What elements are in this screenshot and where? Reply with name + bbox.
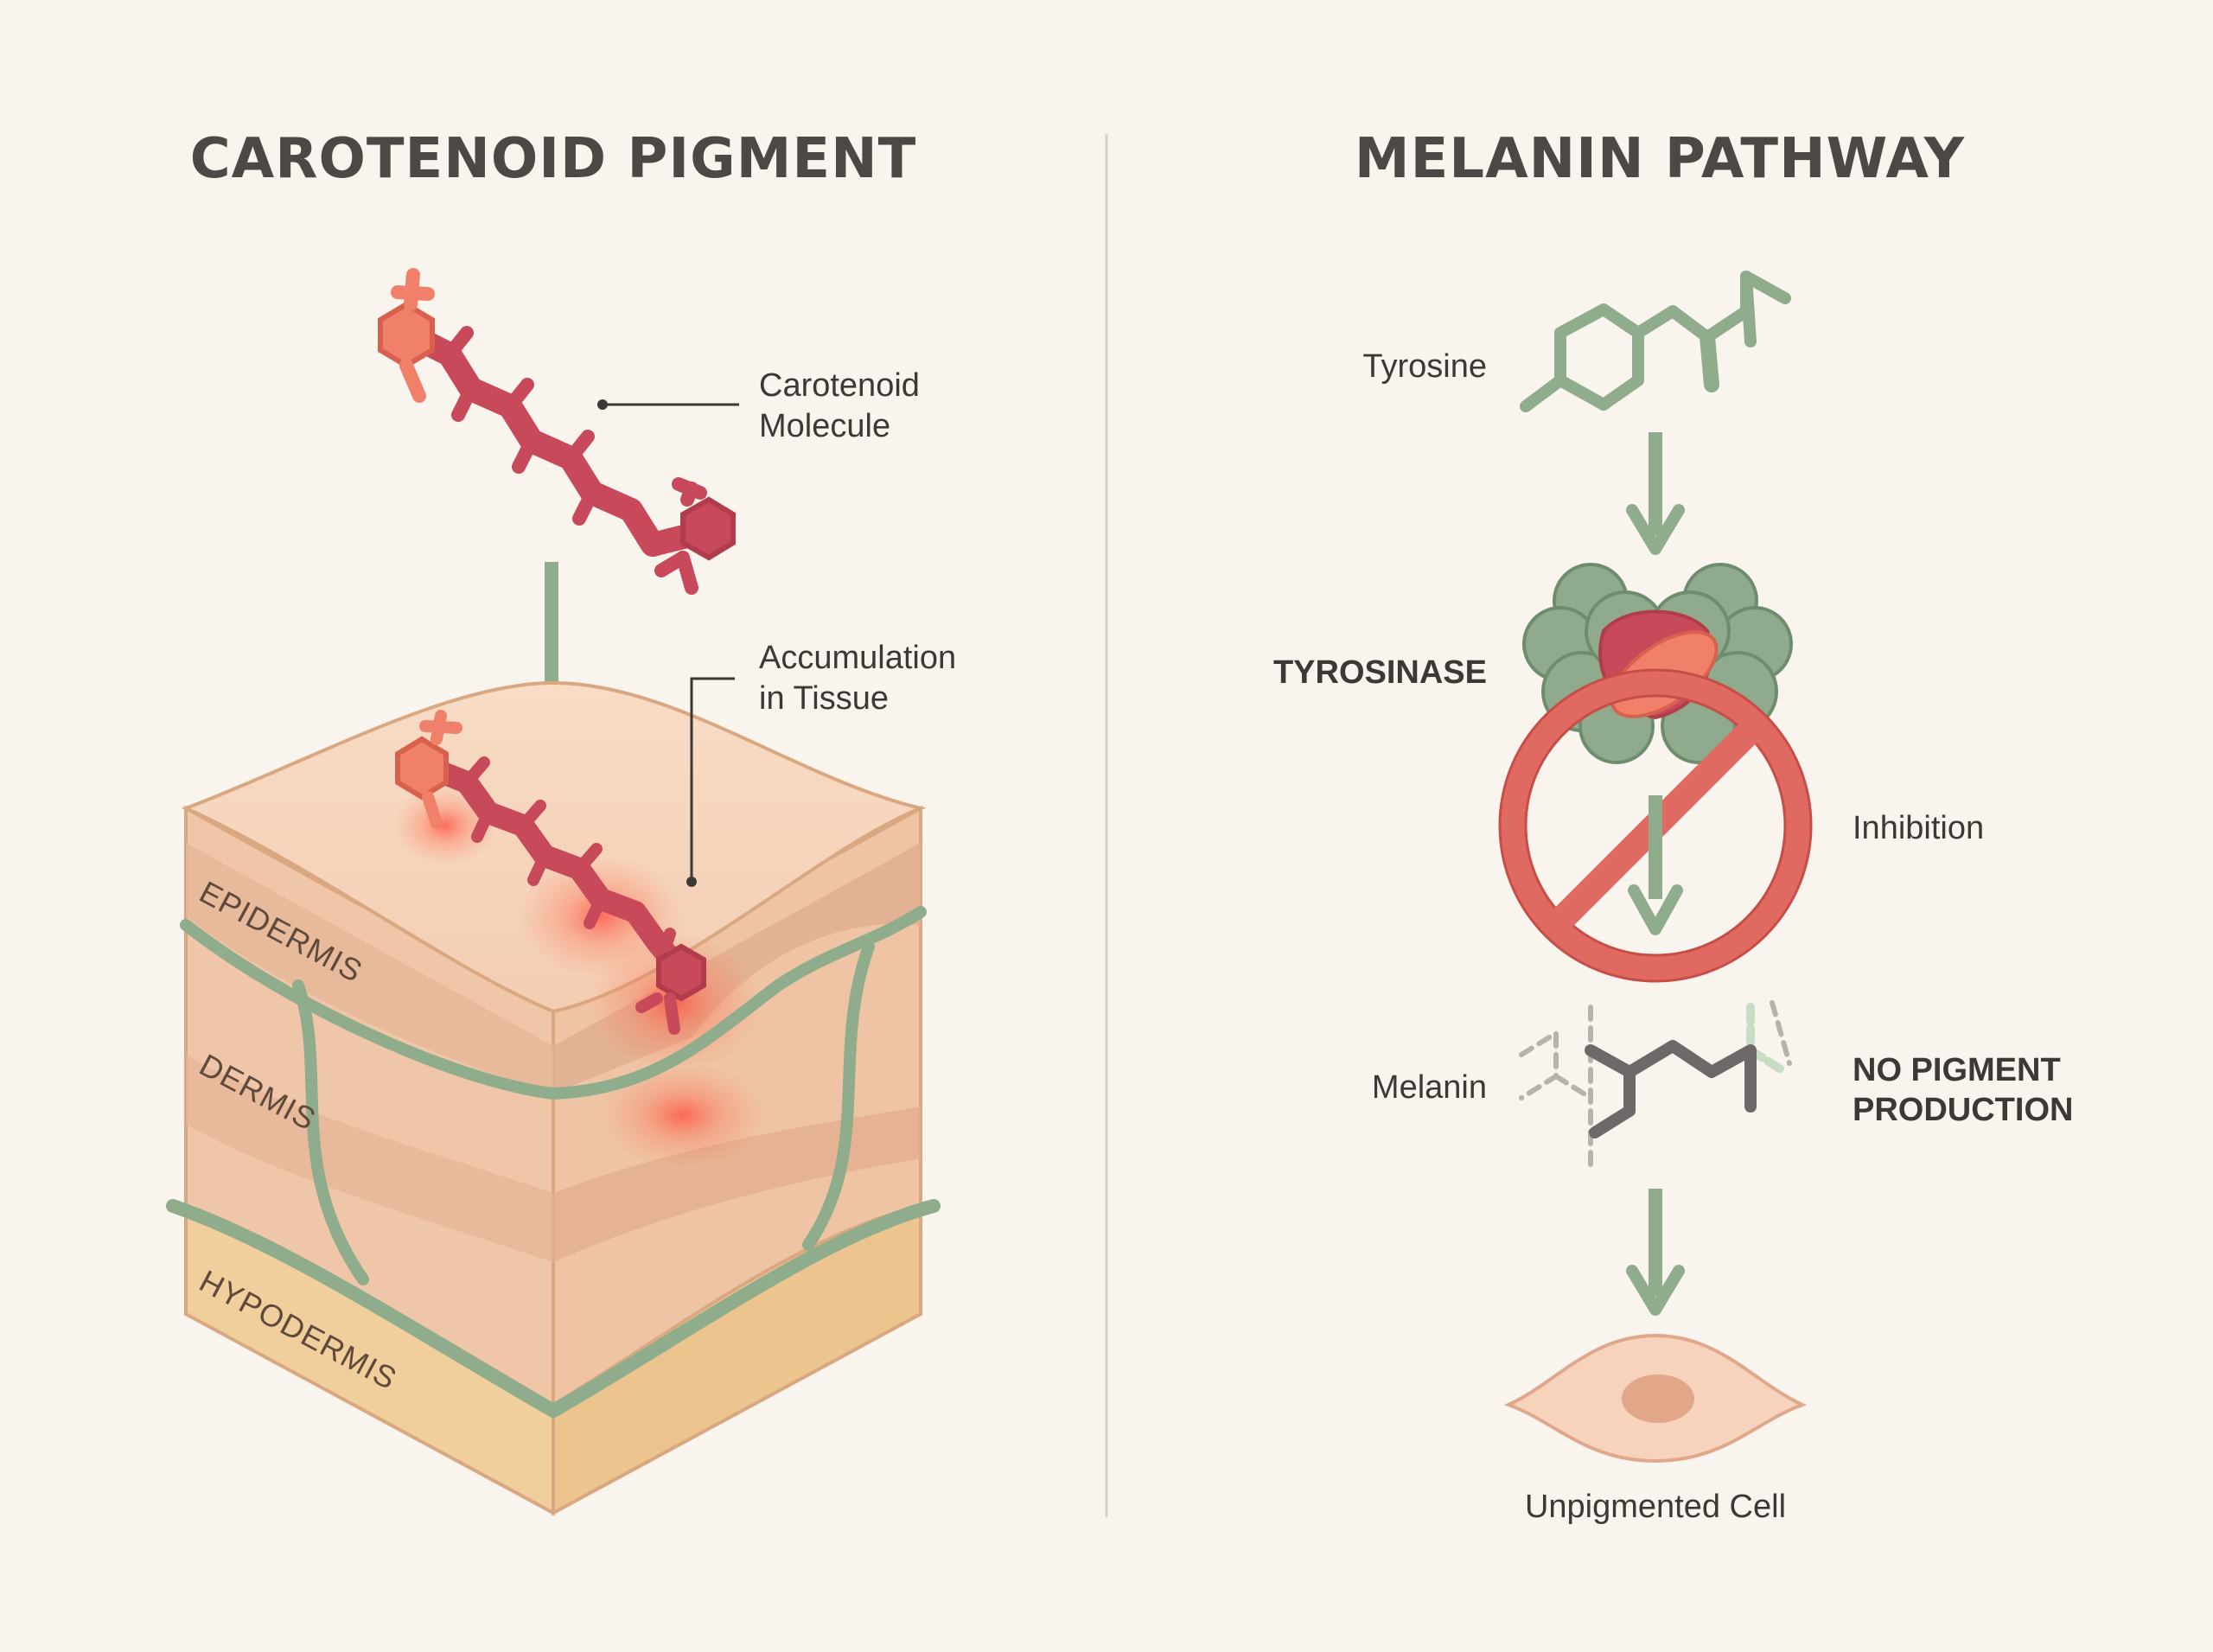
tyrosine-molecule — [1520, 271, 1791, 412]
melanin-label: Melanin — [1372, 1069, 1487, 1106]
no-pigment-label-line2: PRODUCTION — [1853, 1092, 2073, 1128]
accumulation-label-line2: in Tissue — [759, 680, 889, 717]
accumulation-leader — [686, 677, 735, 887]
inhibition-symbol — [1498, 668, 1813, 983]
melanin-molecule — [1519, 1000, 1792, 1174]
embedded-carotenoid-molecule — [395, 710, 706, 1035]
inhibition-label: Inhibition — [1853, 810, 1984, 846]
unpigmented-cell-label: Unpigmented Cell — [1525, 1489, 1786, 1525]
carotenoid-molecule — [378, 268, 736, 595]
tyrosinase-label: TYROSINASE — [1273, 654, 1487, 691]
unpigmented-cell — [1503, 1333, 1808, 1464]
molecule-label-line2: Molecule — [759, 408, 890, 444]
accumulation-label-line1: Accumulation — [759, 640, 956, 676]
skin-block — [166, 680, 941, 1516]
molecule-label-line1: Carotenoid — [759, 367, 920, 404]
arrow-to-cell — [1626, 1189, 1685, 1316]
no-pigment-label-line1: NO PIGMENT — [1853, 1052, 2061, 1088]
arrow-tyrosine-to-enzyme — [1626, 432, 1685, 555]
tyrosine-label: Tyrosine — [1362, 348, 1487, 385]
right-panel-title: MELANIN PATHWAY — [1355, 127, 1965, 191]
left-panel-title: CAROTENOID PIGMENT — [190, 127, 917, 191]
